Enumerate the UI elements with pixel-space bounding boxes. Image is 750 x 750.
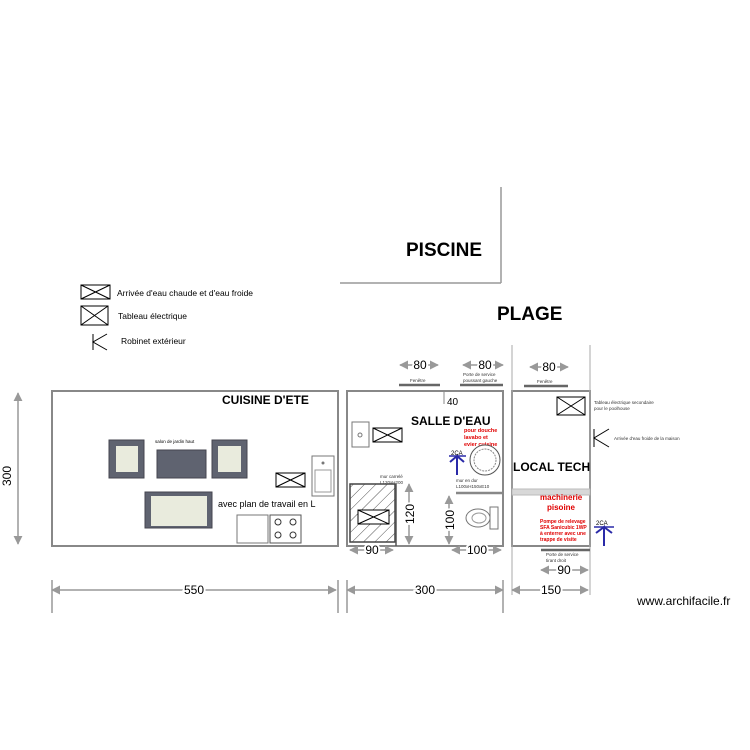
counter-unit [236, 514, 269, 544]
tiled-wall-label-2: L120xH200 [380, 480, 404, 485]
outdoor-tap-icon [91, 333, 108, 351]
shower-120-label: 120 [403, 504, 417, 524]
legend-water-inlet-label: Arrivée d'eau chaude et d'eau froide [117, 288, 253, 298]
tech-valve-label: 2CA [596, 521, 608, 527]
tech-window-label: Fenêtre [537, 379, 553, 384]
shower-room-title: SALLE D'EAU [411, 414, 491, 428]
secondary-panel-label-2: pour le poolhouse [594, 406, 630, 411]
solid-wall-label-1: mur en dur [456, 478, 478, 483]
beach-label: PLAGE [497, 304, 562, 325]
width-150-label: 150 [541, 583, 561, 597]
kitchen-sink [311, 455, 335, 497]
website-credit: www.archifacile.fr [636, 594, 730, 608]
tech-valve-icon [594, 525, 614, 546]
worktop-label: avec plan de travail en L [218, 499, 316, 509]
shower-water-inlet-icon [372, 427, 403, 443]
pump-note-4: trappe de visite [540, 537, 577, 543]
secondary-panel-label-1: Tableau électrique secondaire [594, 400, 654, 405]
cold-water-tap-icon [593, 428, 610, 448]
water-inlet-icon [80, 284, 111, 300]
pump-note-1: Pompe de relevage [540, 519, 586, 525]
window-80-label: 80 [413, 358, 427, 372]
pool-machinery-label-1: machinerie [540, 493, 583, 502]
pump-note-3: à enterrer avec une [540, 531, 586, 537]
boiler-icon [469, 444, 501, 476]
plumbing-note-3: evier cuisine [464, 442, 497, 448]
plumbing-note-1: pour douche [464, 428, 497, 434]
wall-dimension-40: 40 [447, 397, 459, 408]
shower-90-label: 90 [365, 543, 379, 557]
washbasin [351, 421, 370, 448]
sofa [144, 491, 213, 529]
toilet-100-label: 100 [467, 543, 487, 557]
shower-window-label: Fenêtre [410, 378, 426, 383]
technical-room [511, 345, 591, 595]
shower-door-label-2: poussant gauche [463, 378, 498, 383]
kitchen-water-inlet-icon [275, 472, 306, 488]
pump-note-2: SFA Sanicubic 1WP [540, 525, 587, 531]
garden-set-label: salon de jardin haut [155, 439, 195, 444]
toilet [465, 506, 499, 530]
machinery-band [511, 488, 591, 496]
tech-door-label-1: Porte de service [546, 552, 579, 557]
garden-furniture [108, 439, 248, 479]
tech-window-80-label: 80 [542, 360, 556, 374]
width-300-label: 300 [415, 583, 435, 597]
dimension-lines [13, 360, 589, 613]
cooktop [269, 514, 302, 544]
pool-label: PISCINE [406, 240, 482, 261]
shower-valve-label: 2CA [451, 451, 463, 457]
tech-door-label-2: tirant droit [546, 558, 567, 563]
wall-100-label: 100 [443, 510, 457, 530]
door-80-label: 80 [478, 358, 492, 372]
tiled-wall-label-1: mur carrelé [380, 474, 403, 479]
shower-door-label-1: Porte de service [463, 372, 496, 377]
height-300-label: 300 [0, 466, 14, 486]
electric-panel-icon [80, 305, 109, 326]
tech-door-90-label: 90 [557, 563, 571, 577]
pool-machinery-label-2: pisoine [547, 503, 576, 512]
technical-room-title: LOCAL TECH [513, 460, 590, 474]
legend-outdoor-tap-label: Robinet extérieur [121, 336, 186, 346]
plumbing-note-2: lavabo et [464, 435, 488, 441]
summer-kitchen-title: CUISINE D'ETE [222, 393, 309, 407]
width-550-label: 550 [184, 583, 204, 597]
legend: Arrivée d'eau chaude et d'eau froide Tab… [80, 284, 253, 351]
solid-wall-label-2: L100xH150xE10 [456, 484, 490, 489]
cold-water-label: Arrivée d'eau froide de la maison [614, 436, 680, 441]
shower-inlet-icon [357, 509, 390, 525]
shower-valve-icon [449, 453, 466, 475]
legend-electric-panel-label: Tableau électrique [118, 311, 187, 321]
secondary-panel-icon [556, 396, 586, 416]
pool-outline [340, 187, 502, 284]
